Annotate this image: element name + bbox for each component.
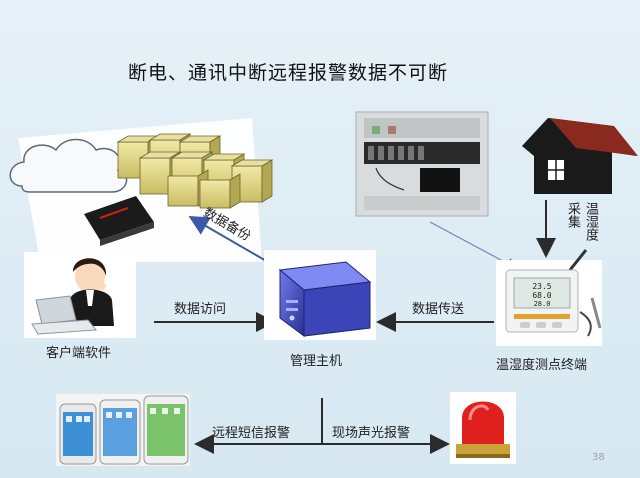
hard-drive-icon: [84, 196, 154, 246]
host-server-icon: [264, 250, 376, 340]
label-host: 管理主机: [290, 354, 343, 369]
siren-icon: [450, 392, 516, 464]
label-siren-alarm: 现场声光报警: [332, 426, 411, 441]
device-readout-2: 68.0: [532, 291, 551, 300]
label-client: 客户端软件: [46, 346, 112, 361]
label-collect-col1: 采集: [565, 202, 580, 228]
house-icon: [522, 118, 638, 194]
device-readout-3: 28.0: [534, 300, 551, 308]
label-access: 数据访问: [174, 302, 227, 317]
label-terminal: 温湿度测点终端: [496, 358, 588, 373]
server-rack-icon: [116, 133, 274, 209]
page-number: 38: [592, 452, 605, 463]
label-sms-alarm: 远程短信报警: [212, 426, 291, 441]
cloud-icon: [9, 138, 128, 193]
slide-title: 断电、通讯中断远程报警数据不可断: [128, 62, 449, 84]
label-collect-col2: 温湿度: [583, 202, 598, 241]
person-laptop-icon: [24, 252, 136, 338]
backup-arrow: [188, 215, 269, 263]
label-transmit: 数据传送: [412, 302, 465, 317]
alarm-branch-lines: [194, 398, 450, 454]
sensor-device-icon: 23.5 68.0 28.0: [496, 249, 602, 346]
cabinet-photo-icon: [355, 111, 489, 217]
smartphones-icon: [56, 394, 190, 466]
device-readout-1: 23.5: [532, 282, 551, 291]
